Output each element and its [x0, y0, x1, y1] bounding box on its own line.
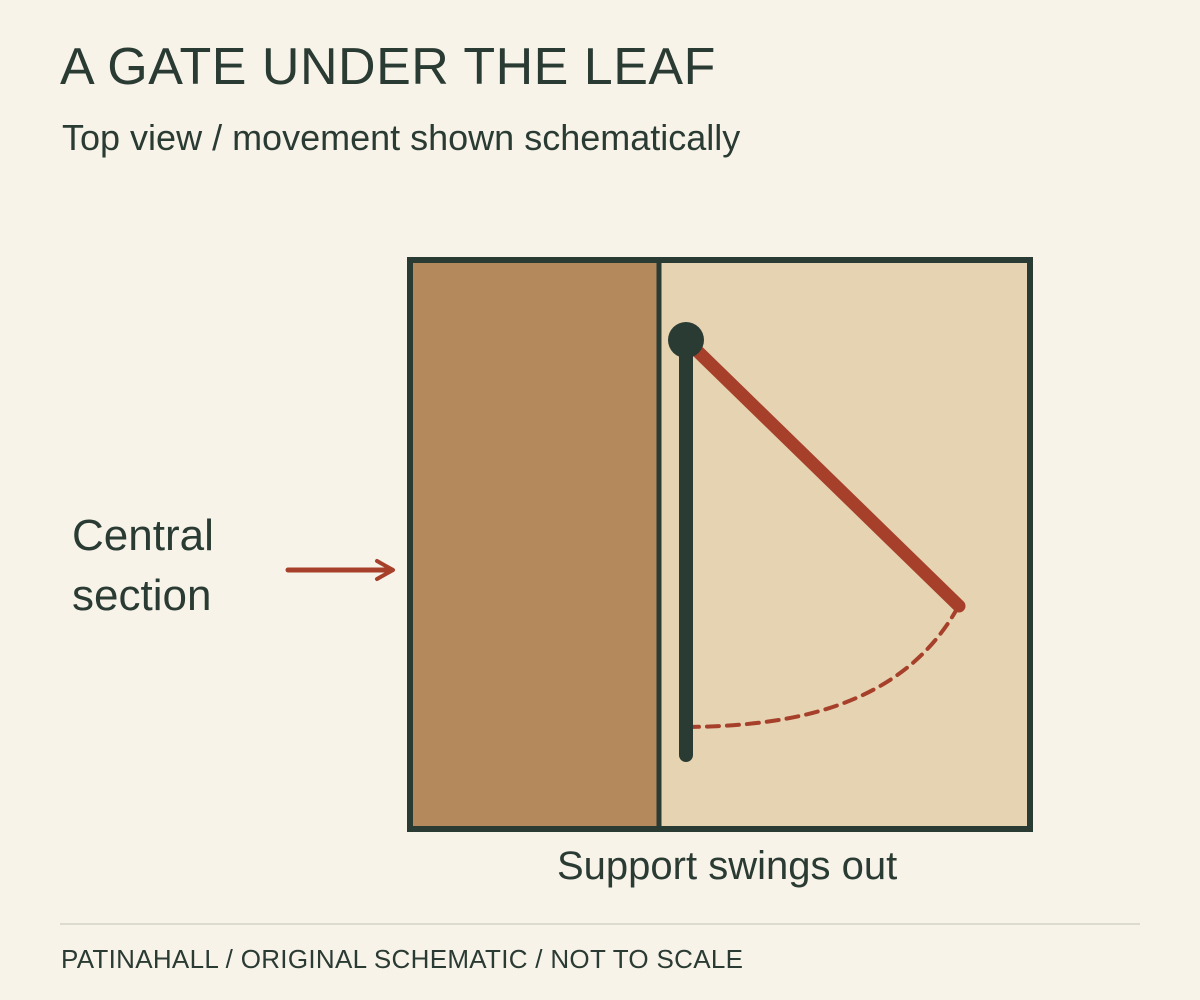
page-title: A GATE UNDER THE LEAF — [60, 38, 716, 96]
page-subtitle: Top view / movement shown schematically — [62, 117, 741, 158]
central-section-label: Central section — [72, 506, 292, 626]
central-section-label-line-1: Central — [72, 511, 214, 560]
support-swings-label: Support swings out — [557, 844, 898, 888]
swing-path-arc — [685, 605, 960, 729]
footer-divider — [60, 923, 1140, 925]
central-section-label-line-2: section — [72, 571, 212, 620]
central-section-panel — [413, 263, 659, 826]
pivot-point — [668, 322, 704, 358]
footer-credit: PATINAHALL / ORIGINAL SCHEMATIC / NOT TO… — [61, 944, 744, 974]
central-section-arrow-head — [375, 559, 395, 581]
support-arm-swung — [679, 333, 966, 613]
